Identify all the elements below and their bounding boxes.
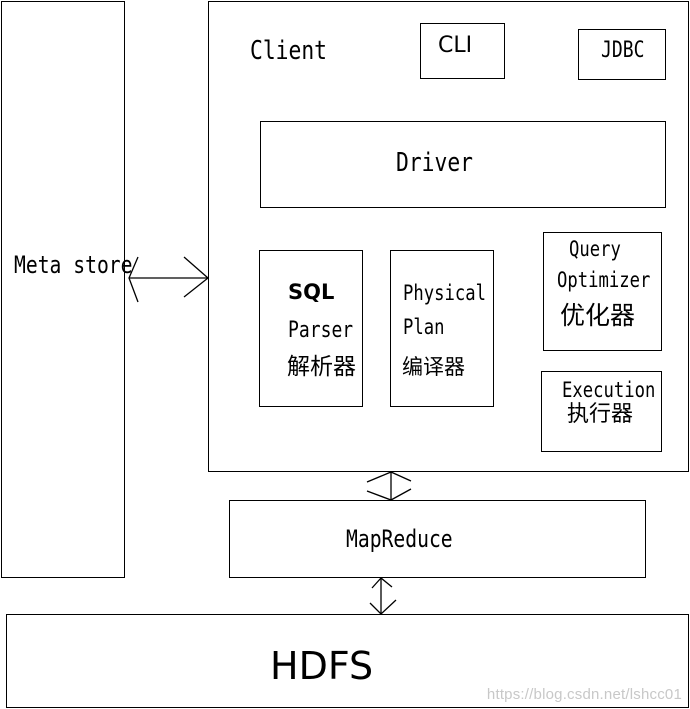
physical-plan-line1: Physical bbox=[403, 281, 486, 305]
execution-line2: 执行器 bbox=[567, 402, 634, 427]
mapreduce-box bbox=[229, 500, 646, 578]
hdfs-box bbox=[6, 614, 689, 708]
arrow-head-right bbox=[183, 256, 210, 298]
sql-parser-box bbox=[259, 250, 363, 407]
jdbc-box bbox=[578, 29, 666, 80]
arrow-head-up-2 bbox=[371, 577, 393, 589]
execution-line1: Execution bbox=[562, 378, 656, 402]
physical-plan-line3: 编译器 bbox=[402, 355, 465, 379]
query-optimizer-line3: 优化器 bbox=[560, 301, 636, 330]
arrow-head-down-2 bbox=[369, 599, 397, 615]
jdbc-label: JDBC bbox=[601, 38, 645, 63]
driver-label: Driver bbox=[396, 148, 474, 178]
sql-parser-line2: Parser bbox=[288, 318, 354, 343]
query-optimizer-box bbox=[543, 232, 662, 351]
client-label: Client bbox=[250, 36, 328, 66]
cli-label: CLI bbox=[438, 33, 473, 58]
sql-parser-line3: 解析器 bbox=[287, 354, 356, 380]
cli-box bbox=[420, 23, 505, 79]
physical-plan-line2: Plan bbox=[403, 315, 445, 339]
mapreduce-label: MapReduce bbox=[346, 525, 453, 553]
hdfs-label: HDFS bbox=[270, 644, 374, 688]
arrow-head-down-1 bbox=[366, 488, 412, 501]
arrow-head-left bbox=[128, 256, 139, 303]
watermark: https://blog.csdn.net/lshcc01 bbox=[486, 686, 682, 703]
driver-box bbox=[260, 121, 666, 208]
metastore-box bbox=[1, 1, 125, 578]
sql-parser-line1: SQL bbox=[288, 280, 335, 304]
execution-box bbox=[541, 371, 662, 452]
query-optimizer-line1: Query bbox=[569, 237, 621, 261]
physical-plan-box bbox=[390, 250, 494, 407]
metastore-label: Meta store bbox=[14, 251, 133, 279]
arrow-head-up-1 bbox=[366, 471, 412, 483]
query-optimizer-line2: Optimizer bbox=[557, 268, 651, 292]
